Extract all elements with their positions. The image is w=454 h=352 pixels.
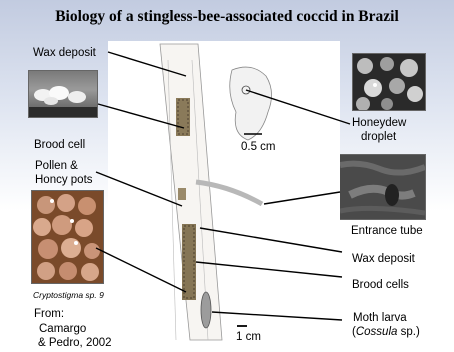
label-brood-cell: Brood cell bbox=[34, 138, 85, 152]
label-honeydew-line2: droplet bbox=[361, 130, 396, 144]
label-source-1: From: bbox=[34, 307, 64, 321]
label-honeydew-line1: Honeydew bbox=[352, 116, 406, 130]
label-moth-line2: (Cossula sp.) bbox=[352, 325, 420, 339]
label-pollen-line2: Honcy pots bbox=[35, 173, 93, 187]
label-wax-deposit-mid: Wax deposit bbox=[352, 252, 415, 266]
label-source-3: & Pedro, 2002 bbox=[38, 336, 112, 350]
label-brood-cells: Brood cells bbox=[352, 278, 409, 292]
label-moth-genus: Cossula bbox=[356, 326, 398, 338]
label-entrance-tube: Entrance tube bbox=[351, 224, 423, 238]
label-species: Cryptostigma sp. 9 bbox=[33, 288, 104, 302]
label-scale-bottom: 1 cm bbox=[236, 330, 261, 344]
label-wax-deposit-top: Wax deposit bbox=[33, 46, 96, 60]
label-source-2: Camargo bbox=[39, 322, 86, 336]
label-moth-line1: Moth larva bbox=[353, 311, 407, 325]
label-moth-close: sp.) bbox=[397, 326, 419, 338]
label-pollen-line1: Pollen & bbox=[35, 159, 78, 173]
label-scale-top: 0.5 cm bbox=[241, 140, 276, 154]
